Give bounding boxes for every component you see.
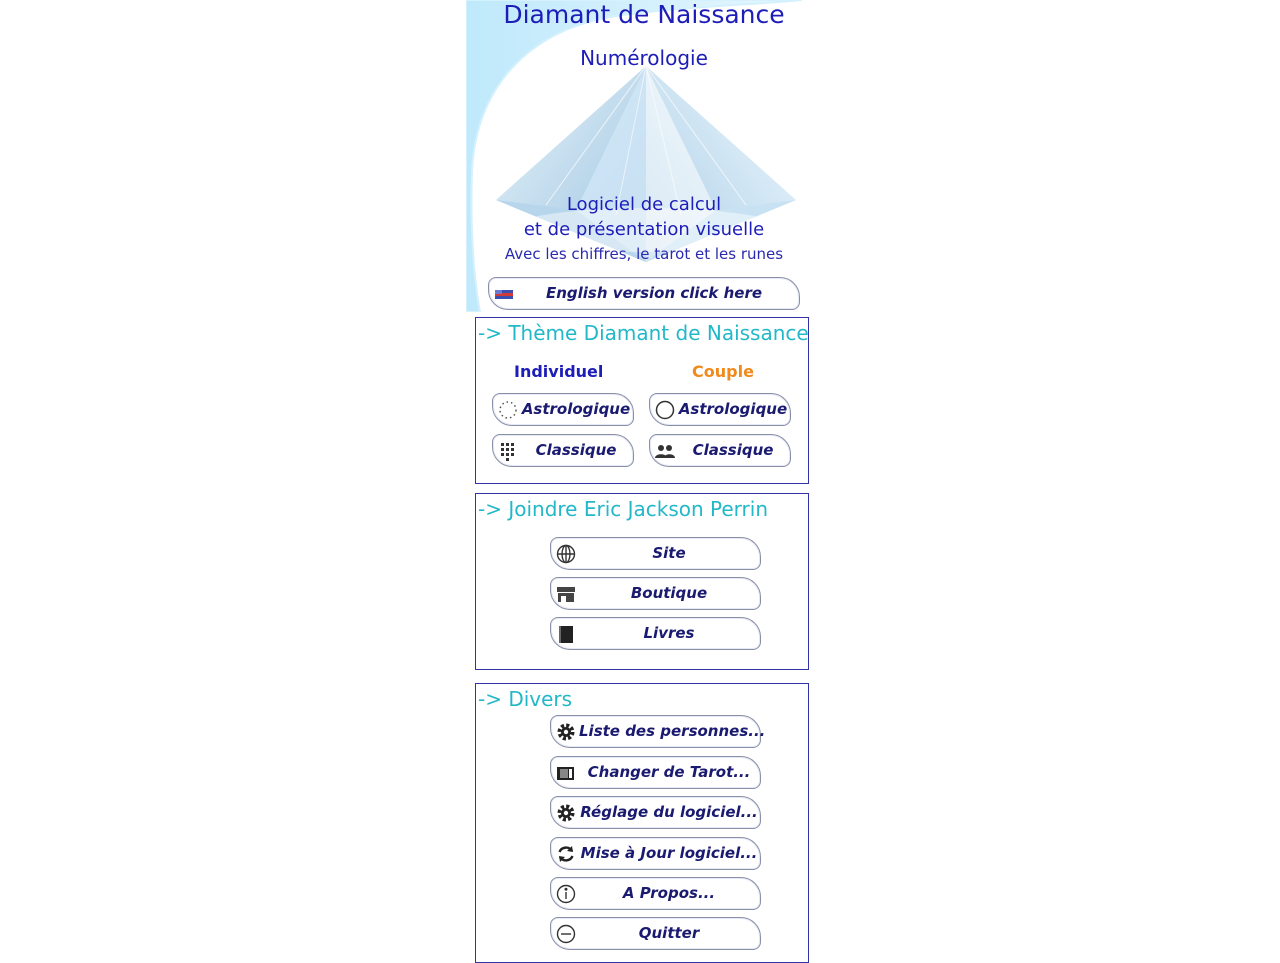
description-line1: Logiciel de calcul — [566, 194, 722, 215]
individual-classic-label: Classique — [535, 441, 617, 459]
gear-icon — [555, 802, 577, 824]
refresh-icon — [555, 843, 577, 865]
individual-classic-button[interactable]: Classique — [492, 434, 634, 467]
individual-astro-label: Astrologique — [521, 400, 631, 418]
change-tarot-label: Changer de Tarot... — [587, 763, 751, 781]
update-label: Mise à Jour logiciel... — [580, 844, 758, 862]
dotted-circle-icon — [497, 399, 519, 421]
quit-label: Quitter — [638, 924, 700, 942]
globe-icon — [555, 543, 577, 565]
book-icon — [555, 623, 577, 645]
update-button[interactable]: Mise à Jour logiciel... — [550, 837, 761, 870]
diamond-illustration — [466, 0, 803, 312]
misc-panel: -> Divers Liste des personnes... Changer… — [475, 683, 809, 963]
flag-icon — [493, 283, 515, 305]
theme-panel-title: -> Thème Diamant de Naissance — [478, 321, 809, 345]
about-button[interactable]: A Propos... — [550, 877, 761, 910]
quit-button[interactable]: Quitter — [550, 917, 761, 950]
couple-classic-label: Classique — [692, 441, 774, 459]
subtitle: Numérologie — [580, 46, 708, 70]
site-button[interactable]: Site — [550, 537, 761, 570]
misc-panel-title: -> Divers — [478, 687, 573, 711]
people-list-label: Liste des personnes... — [579, 722, 766, 740]
description-line3: Avec les chiffres, le tarot et les runes — [504, 245, 784, 263]
gear-icon — [555, 721, 577, 743]
books-label: Livres — [643, 624, 695, 642]
tarot-card-icon — [555, 762, 577, 784]
contact-panel-title: -> Joindre Eric Jackson Perrin — [478, 497, 769, 521]
people-icon — [654, 440, 676, 462]
change-tarot-button[interactable]: Changer de Tarot... — [550, 756, 761, 789]
contact-panel: -> Joindre Eric Jackson Perrin Site Bout… — [475, 493, 809, 670]
english-version-button[interactable]: English version click here — [488, 277, 800, 310]
keypad-icon — [497, 440, 519, 462]
info-icon — [555, 883, 577, 905]
couple-astro-button[interactable]: Astrologique — [649, 393, 791, 426]
app-title: Diamant de Naissance — [503, 0, 785, 29]
app-window: Diamant de Naissance Numérologie Logicie… — [466, 0, 812, 963]
english-version-label: English version click here — [545, 284, 763, 302]
couple-astro-label: Astrologique — [678, 400, 788, 418]
individual-label: Individuel — [514, 362, 604, 381]
couple-label: Couple — [692, 362, 754, 381]
books-button[interactable]: Livres — [550, 617, 761, 650]
site-label: Site — [652, 544, 686, 562]
shop-button[interactable]: Boutique — [550, 577, 761, 610]
header-banner: Diamant de Naissance Numérologie Logicie… — [466, 0, 812, 312]
settings-label: Réglage du logiciel... — [580, 803, 758, 821]
theme-panel: -> Thème Diamant de Naissance Individuel… — [475, 317, 809, 484]
about-label: A Propos... — [622, 884, 716, 902]
shop-label: Boutique — [630, 584, 708, 602]
settings-button[interactable]: Réglage du logiciel... — [550, 796, 761, 829]
store-icon — [555, 583, 577, 605]
description-line2: et de présentation visuelle — [523, 219, 765, 240]
circle-icon — [654, 399, 676, 421]
individual-astro-button[interactable]: Astrologique — [492, 393, 634, 426]
couple-classic-button[interactable]: Classique — [649, 434, 791, 467]
description: Logiciel de calcul et de présentation vi… — [466, 192, 812, 242]
people-list-button[interactable]: Liste des personnes... — [550, 715, 766, 748]
minus-circle-icon — [555, 923, 577, 945]
